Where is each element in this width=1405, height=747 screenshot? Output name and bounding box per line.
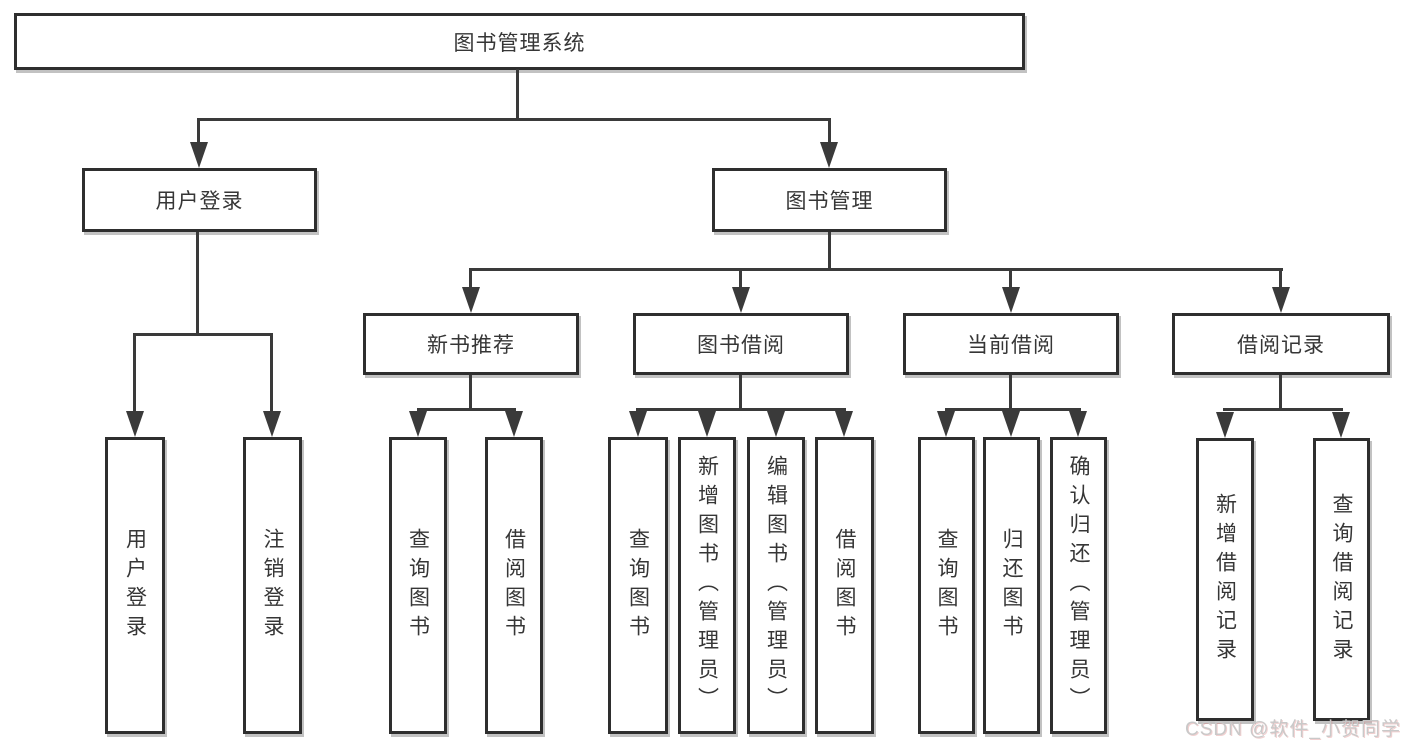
arrow-down-icon	[1002, 287, 1020, 313]
arrow-down-icon	[126, 411, 144, 437]
node-label: 图书借阅	[697, 334, 785, 357]
leaf-borrow-books-recommend: 借阅图书	[485, 437, 543, 734]
arrow-down-icon	[1002, 411, 1020, 437]
node-label: 注销登录	[261, 527, 284, 644]
connector-line	[197, 118, 831, 121]
leaf-add-books-admin: 新增图书（管理员）	[678, 437, 736, 734]
connector-line	[469, 268, 472, 288]
node-book-borrow: 图书借阅	[633, 313, 849, 375]
leaf-user-login: 用户登录	[105, 437, 165, 734]
arrow-down-icon	[505, 411, 523, 437]
node-label: 新增图书（管理员）	[695, 455, 719, 716]
node-current-borrow: 当前借阅	[903, 313, 1119, 375]
arrow-down-icon	[698, 411, 716, 437]
connector-line	[945, 408, 1081, 411]
node-label: 查询图书	[935, 527, 958, 644]
arrow-down-icon	[409, 411, 427, 437]
arrow-down-icon	[1216, 412, 1234, 438]
arrow-down-icon	[1332, 412, 1350, 438]
node-label: 用户登录	[155, 190, 244, 213]
connector-line	[1279, 375, 1282, 411]
arrow-down-icon	[462, 287, 480, 313]
connector-line	[133, 333, 136, 413]
connector-line	[636, 408, 846, 411]
arrow-down-icon	[190, 142, 208, 168]
connector-line	[133, 333, 273, 336]
node-label: 查询图书	[626, 527, 650, 644]
leaf-borrow-books: 借阅图书	[815, 437, 874, 734]
leaf-logout: 注销登录	[243, 437, 302, 734]
node-label: 归还图书	[1000, 527, 1023, 644]
node-book-management: 图书管理	[712, 168, 947, 232]
arrow-down-icon	[629, 411, 647, 437]
node-label: 查询图书	[406, 527, 430, 644]
node-root-system: 图书管理系统	[14, 13, 1025, 70]
arrow-down-icon	[263, 411, 281, 437]
connector-line	[196, 232, 199, 336]
arrow-down-icon	[1069, 411, 1087, 437]
connector-line	[739, 375, 742, 411]
node-label: 当前借阅	[967, 334, 1055, 357]
arrow-down-icon	[835, 411, 853, 437]
connector-line	[1009, 268, 1012, 288]
node-label: 查询借阅记录	[1330, 492, 1353, 667]
node-user-login: 用户登录	[82, 168, 317, 232]
node-label: 借阅记录	[1237, 334, 1325, 357]
node-label: 借阅图书	[833, 527, 856, 644]
node-label: 图书管理	[785, 190, 874, 213]
connector-line	[1279, 268, 1282, 288]
node-label: 用户登录	[123, 527, 147, 644]
node-label: 新增借阅记录	[1213, 492, 1237, 667]
arrow-down-icon	[1272, 287, 1290, 313]
leaf-confirm-return-admin: 确认归还（管理员）	[1050, 437, 1107, 734]
arrow-down-icon	[937, 411, 955, 437]
leaf-query-books-recommend: 查询图书	[389, 437, 447, 734]
connector-line	[1223, 408, 1343, 411]
leaf-return-books: 归还图书	[983, 437, 1040, 734]
csdn-watermark: CSDN @软件_小贺同学	[1185, 719, 1401, 740]
connector-line	[469, 375, 472, 411]
node-new-book-recommend: 新书推荐	[363, 313, 579, 375]
leaf-add-borrow-record: 新增借阅记录	[1196, 438, 1254, 721]
node-label: 图书管理系统	[453, 31, 586, 55]
leaf-query-books-borrow: 查询图书	[608, 437, 668, 734]
connector-line	[270, 333, 273, 413]
connector-line	[469, 268, 1283, 271]
connector-line	[828, 118, 831, 144]
leaf-query-books-current: 查询图书	[918, 437, 975, 734]
arrow-down-icon	[732, 287, 750, 313]
node-label: 编辑图书（管理员）	[764, 455, 788, 716]
arrow-down-icon	[767, 411, 785, 437]
connector-line	[739, 268, 742, 288]
connector-line	[1009, 375, 1012, 411]
node-label: 新书推荐	[427, 334, 515, 357]
leaf-query-borrow-record: 查询借阅记录	[1313, 438, 1370, 721]
node-borrow-records: 借阅记录	[1172, 313, 1390, 375]
connector-line	[516, 69, 519, 121]
node-label: 借阅图书	[502, 527, 526, 644]
connector-line	[197, 118, 200, 144]
leaf-edit-books-admin: 编辑图书（管理员）	[747, 437, 805, 734]
arrow-down-icon	[820, 142, 838, 168]
connector-line	[417, 408, 516, 411]
node-label: 确认归还（管理员）	[1067, 455, 1090, 716]
connector-line	[828, 232, 831, 271]
